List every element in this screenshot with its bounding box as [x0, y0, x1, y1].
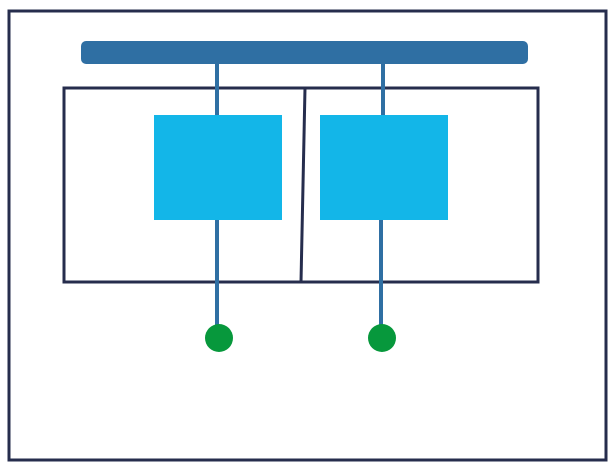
left-block	[154, 115, 282, 220]
outer-frame	[7, 9, 608, 462]
right-block	[320, 115, 448, 220]
left-terminal-dot	[205, 324, 233, 352]
compartment-divider	[299, 87, 307, 283]
right-terminal-dot	[368, 324, 396, 352]
top-bus-bar	[81, 41, 528, 64]
